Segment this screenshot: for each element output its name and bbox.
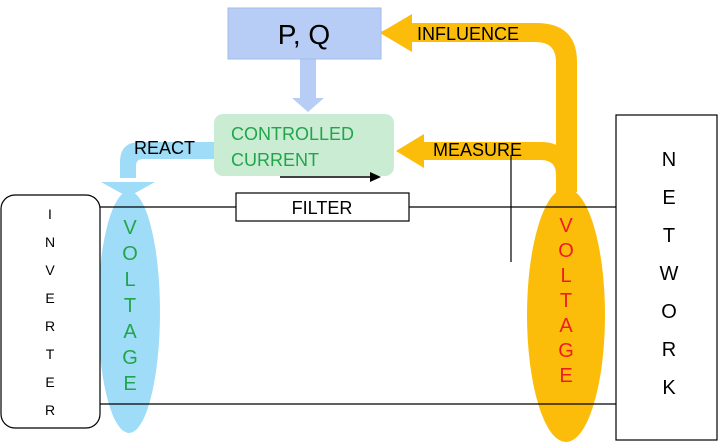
controlled-current-line2: CURRENT xyxy=(231,150,319,170)
react-arrow xyxy=(120,142,216,178)
inverter-letter: V xyxy=(45,262,55,278)
network-voltage-letter: V xyxy=(559,215,573,237)
pq-box xyxy=(227,7,382,60)
network-letter: E xyxy=(662,187,675,209)
filter-label: FILTER xyxy=(292,198,353,218)
current-direction-arrowhead xyxy=(370,172,381,182)
measure-label: MEASURE xyxy=(433,140,522,160)
network-letter: K xyxy=(662,377,676,399)
pq-label: P, Q xyxy=(278,19,330,50)
inverter-letter: E xyxy=(45,290,54,306)
inverter-voltage-letter: G xyxy=(122,347,138,369)
network-letter: T xyxy=(663,225,675,247)
network-voltage-letter: L xyxy=(560,265,571,287)
network-voltage-ellipse xyxy=(527,188,605,442)
measure-arrowhead xyxy=(396,134,424,168)
inverter-letter: R xyxy=(45,318,55,334)
network-voltage-letter: O xyxy=(558,240,574,262)
react-arrowhead xyxy=(101,182,155,197)
influence-label: INFLUENCE xyxy=(417,24,519,44)
inverter-voltage-letter: L xyxy=(124,269,135,291)
network-letter: N xyxy=(662,149,676,171)
react-label: REACT xyxy=(134,138,195,158)
inverter-letter: I xyxy=(48,206,52,222)
inverter-voltage-letter: E xyxy=(123,373,136,395)
pq-down-arrow xyxy=(292,58,324,112)
network-box xyxy=(615,114,718,441)
influence-arrowhead xyxy=(380,14,412,52)
network-voltage-letter: T xyxy=(560,290,572,312)
network-letter: O xyxy=(661,301,677,323)
network-voltage-letter: G xyxy=(558,340,574,362)
inverter-voltage-ellipse xyxy=(98,191,160,433)
inverter-voltage-letter: O xyxy=(122,243,138,265)
network-letter: W xyxy=(660,263,679,285)
inverter-voltage-letter: T xyxy=(124,295,136,317)
network-voltage-letter: E xyxy=(559,365,572,387)
inverter-letter: R xyxy=(45,402,55,418)
inverter-letter: N xyxy=(45,234,55,250)
filter-box xyxy=(235,192,410,222)
inverter-voltage-letter: V xyxy=(123,217,137,239)
inverter-letter: T xyxy=(46,346,55,362)
controlled-current-line1: CONTROLLED xyxy=(231,124,354,144)
network-voltage-letter: A xyxy=(559,315,573,337)
network-letter: R xyxy=(662,339,676,361)
inverter-voltage-letter: A xyxy=(123,321,137,343)
measure-arrow xyxy=(420,142,570,192)
inverter-letter: E xyxy=(45,374,54,390)
inverter-box xyxy=(0,194,101,429)
controlled-current-box xyxy=(214,114,394,176)
